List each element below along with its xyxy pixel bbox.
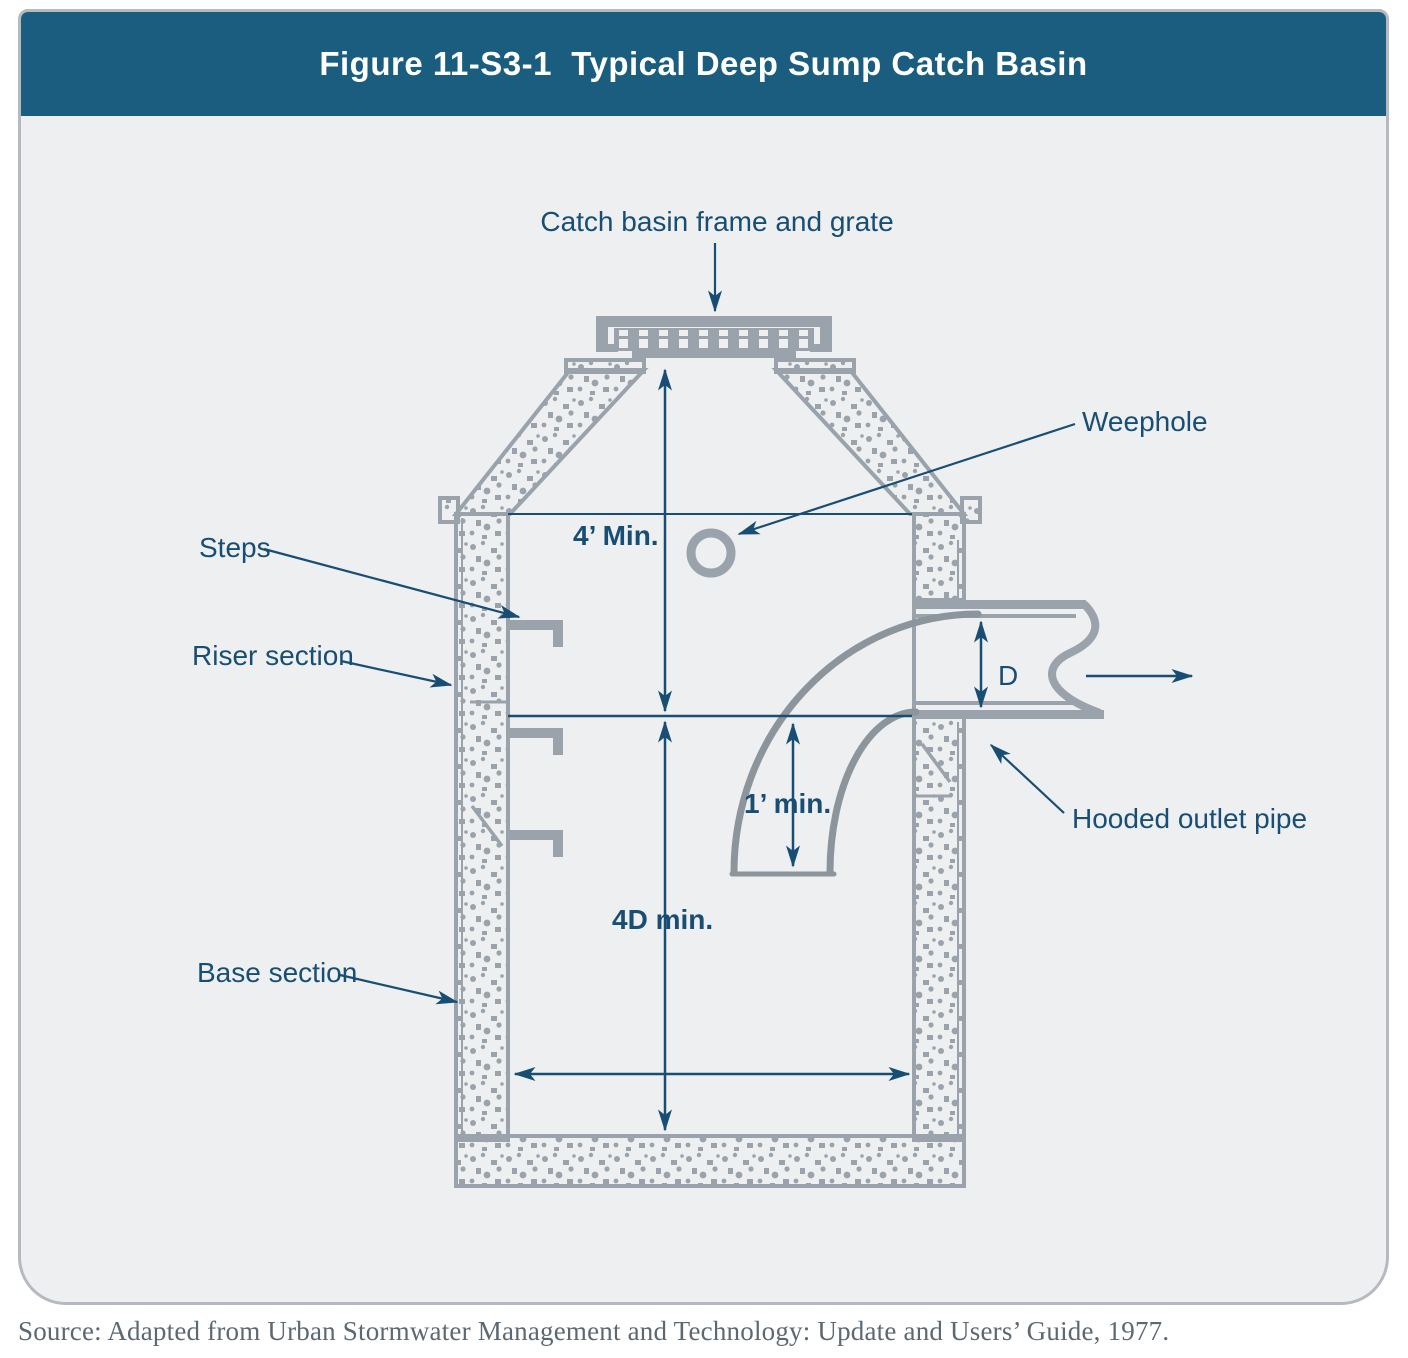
grate-slots [614,328,814,351]
weephole-icon [686,528,736,578]
step-3 [506,830,563,857]
base-slab [454,1134,966,1188]
wall-right-upper [912,512,966,602]
leader-base [339,973,459,1005]
label-steps: Steps [199,532,271,563]
pipe-break-line [1048,601,1102,717]
dim-top-depth-label: 4’ Min. [573,520,659,551]
dim-sump-depth-label: 4D min. [612,904,713,935]
leader-steps [263,547,521,619]
source-citation: Source: Adapted from Urban Stormwater Ma… [18,1316,1170,1346]
cone-left [451,368,649,516]
figure-header: Figure 11-S3-1 Typical Deep Sump Catch B… [21,12,1386,116]
frame-and-grate [596,316,832,358]
wall-right-lower [912,714,966,1142]
wall-steps [506,620,563,857]
figure-title: Figure 11-S3-1 Typical Deep Sump Catch B… [319,45,1088,82]
step-2 [506,728,563,755]
shoulder-nub-left [438,496,460,524]
label-base-section: Base section [197,957,357,988]
leader-lines [263,243,1076,1005]
figure-card: Figure 11-S3-1 Typical Deep Sump Catch B… [18,9,1389,1305]
outlet-pipe [912,600,1104,719]
dimension-arrows [513,368,1194,1132]
basin-structure [438,358,982,1188]
cone-ledge-right [774,358,856,374]
cone-right [771,368,969,516]
dim-pipe-diameter-label: D [998,660,1018,691]
label-riser-section: Riser section [192,640,354,671]
dim-hood-clearance-label: 1’ min. [744,788,831,819]
wall-joints [461,518,959,1134]
reference-lines [508,513,912,718]
leader-riser [340,659,453,688]
shoulder-nub-right [960,496,982,524]
label-frame-grate: Catch basin frame and grate [540,206,893,237]
diagram-labels: Catch basin frame and grate Weephole Ste… [192,206,1307,988]
leader-weephole [737,422,1076,536]
cone-ledge-left [564,358,646,374]
step-1 [506,620,563,647]
label-hooded-outlet: Hooded outlet pipe [1072,803,1307,834]
label-weephole: Weephole [1082,406,1208,437]
leader-hooded-outlet [989,743,1065,814]
